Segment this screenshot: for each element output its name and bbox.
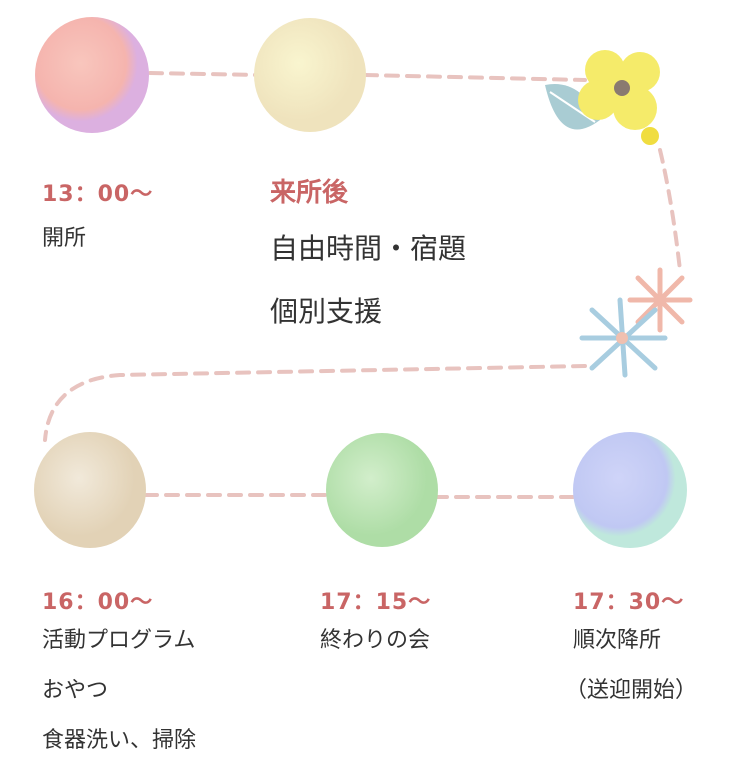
flower-icon bbox=[545, 50, 660, 145]
step-circle-5 bbox=[573, 432, 687, 548]
step-1-desc: 開所 bbox=[42, 226, 87, 251]
step-5-desc-2: （送迎開始） bbox=[565, 678, 698, 703]
step-5-desc-1: 順次降所 bbox=[573, 628, 662, 653]
step-4-desc: 終わりの会 bbox=[320, 628, 431, 653]
step-3-desc-3: 食器洗い、掃除 bbox=[42, 728, 197, 753]
step-3-desc-2: おやつ bbox=[42, 678, 109, 703]
step-3-desc-1: 活動プログラム bbox=[42, 628, 196, 653]
step-3-time: 16：00～ bbox=[42, 590, 154, 615]
step-1-time: 13：00～ bbox=[42, 182, 154, 207]
burst-flower-icon bbox=[579, 267, 693, 378]
step-5-time: 17：30～ bbox=[573, 590, 685, 615]
step-2-heading: 来所後 bbox=[270, 178, 349, 208]
step-circle-3 bbox=[34, 432, 146, 548]
step-circle-4 bbox=[326, 433, 438, 547]
step-2-desc-1: 自由時間・宿題 bbox=[270, 232, 467, 265]
step-circle-1 bbox=[35, 17, 149, 133]
step-circle-2 bbox=[254, 18, 366, 132]
step-4-time: 17：15～ bbox=[320, 590, 432, 615]
step-2-desc-2: 個別支援 bbox=[270, 295, 383, 328]
dashed-path bbox=[43, 71, 682, 499]
